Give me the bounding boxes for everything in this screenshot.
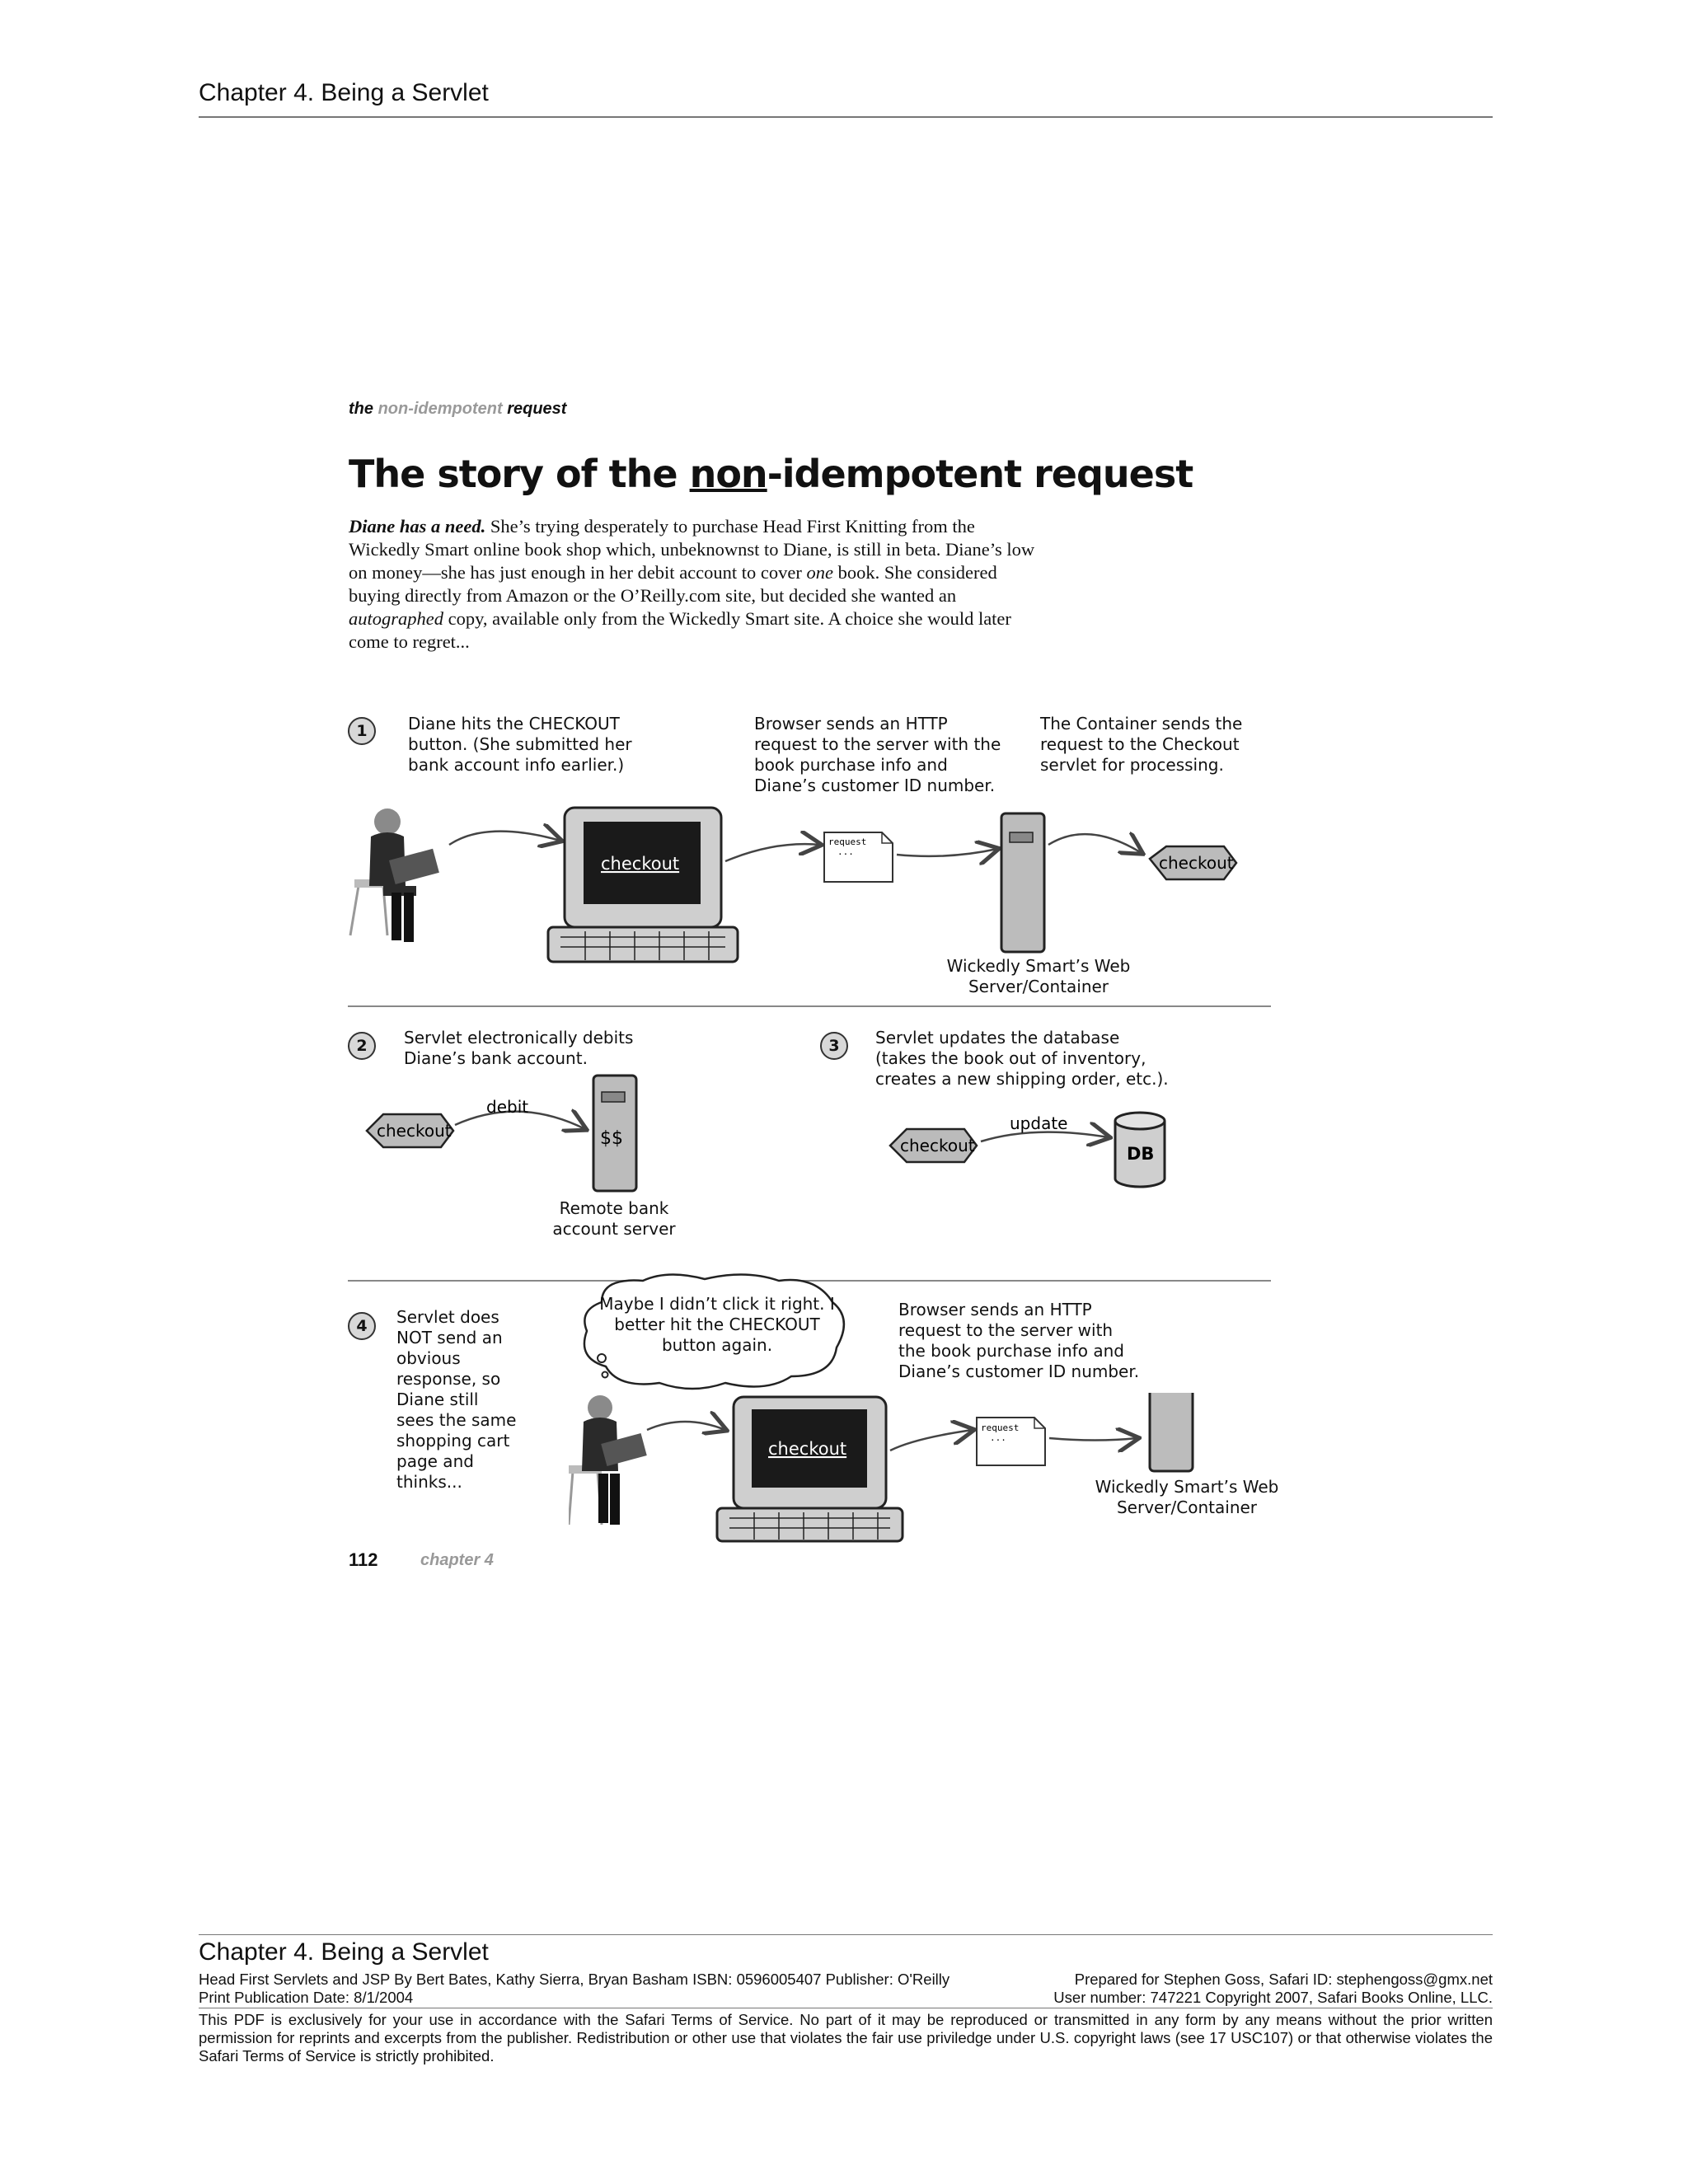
step3-arrow-label: update	[1010, 1113, 1067, 1133]
header-chapter-title: Chapter 4. Being a Servlet	[199, 79, 489, 106]
thought-bubble	[583, 1273, 846, 1390]
title-part2: non	[689, 452, 768, 496]
diane-figure	[569, 1395, 647, 1526]
step3-servlet-label: checkout	[900, 1136, 975, 1155]
step2-illustration: checkout debit $$	[365, 1074, 638, 1193]
intro-lead: Diane has a need.	[349, 516, 486, 537]
running-head-part2: non-idempotent	[377, 400, 503, 418]
step1-caption3: The Container sends the request to the C…	[1040, 714, 1243, 775]
step4-caption1: Servlet does NOT send an obvious respons…	[396, 1307, 517, 1492]
page-chapter: chapter 4	[420, 1551, 494, 1569]
servlet-hexagon-icon	[365, 1113, 455, 1149]
intro-one: one	[806, 562, 834, 583]
step2-server-label: Remote bank account server	[552, 1198, 676, 1239]
page-title: The story of the non-idempotent request	[349, 452, 1193, 496]
step1-request-label: request	[828, 837, 866, 847]
intro-paragraph: Diane has a need. She’s trying desperate…	[349, 515, 1037, 654]
step1-servlet-label: checkout	[1159, 853, 1234, 873]
computer-icon	[715, 1395, 904, 1543]
step2-servlet-label: checkout	[377, 1121, 452, 1141]
page-number: 112	[349, 1549, 378, 1570]
step4-request-dots: ...	[990, 1432, 1006, 1443]
step4-server-label: Wickedly Smart’s Web Server/Container	[1095, 1477, 1279, 1517]
intro-text3: copy, available only from the Wickedly S…	[349, 608, 1011, 652]
running-head-part3: request	[507, 400, 567, 418]
header-rule	[199, 116, 1493, 118]
step1-request-dots: ...	[837, 846, 854, 857]
bank-server-icon	[592, 1074, 638, 1193]
step4-screen-label: checkout	[768, 1439, 846, 1459]
title-part1: The story of the	[349, 452, 678, 496]
running-head-part1: the	[349, 400, 373, 418]
step2-arrow-label: debit	[486, 1097, 528, 1117]
step4-caption2: Browser sends an HTTP request to the ser…	[898, 1300, 1140, 1381]
step2-server-money: $$	[600, 1128, 623, 1149]
step3-db-label: DB	[1127, 1144, 1154, 1164]
title-part3: -idempotent request	[767, 452, 1194, 496]
intro-autographed: autographed	[349, 608, 443, 629]
request-note-icon	[976, 1417, 1046, 1466]
step1-server-label: Wickedly Smart’s Web Server/Container	[946, 956, 1131, 996]
server-tower-icon	[1148, 1393, 1194, 1473]
computer-icon	[546, 806, 739, 963]
servlet-hexagon-icon	[1148, 845, 1238, 881]
diane-figure	[349, 808, 439, 942]
step4-illustration: checkout request ...	[569, 1393, 1194, 1543]
database-icon	[1114, 1111, 1166, 1188]
running-head: the non-idempotent request	[349, 400, 566, 419]
step2-caption: Servlet electronically debits Diane’s ba…	[404, 1028, 634, 1068]
step3-illustration: checkout update DB	[889, 1111, 1166, 1188]
step1-caption1: Diane hits the CHECKOUT button. (She sub…	[408, 714, 632, 775]
servlet-hexagon-icon	[889, 1127, 978, 1164]
intro-text1: She’s trying desperately to purchase Hea…	[349, 516, 1035, 583]
step4-number: 4	[348, 1312, 376, 1340]
server-tower-icon	[1000, 812, 1046, 954]
step1-number: 1	[348, 717, 376, 745]
step1-illustration: checkout request ... checkout	[349, 806, 1238, 963]
footer-chapter-title: Chapter 4. Being a Servlet	[199, 1938, 489, 1966]
intro-text2: book. She considered buying directly fro…	[349, 562, 997, 606]
step3-caption: Servlet updates the database (takes the …	[875, 1028, 1169, 1089]
step3-number: 3	[820, 1032, 848, 1060]
step1-caption2: Browser sends an HTTP request to the ser…	[754, 714, 1001, 795]
footer-user-number: User number: 747221 Copyright 2007, Safa…	[1053, 1989, 1493, 2006]
step-divider	[348, 1280, 1271, 1282]
footer-legal: This PDF is exclusively for your use in …	[199, 2011, 1493, 2064]
request-note-icon	[823, 832, 893, 883]
step4-request-label: request	[981, 1422, 1019, 1433]
step4-thought: Maybe I didn’t click it right. I better …	[599, 1294, 835, 1355]
footer-pub-date: Print Publication Date: 8/1/2004	[199, 1989, 414, 2006]
step-divider	[348, 1005, 1271, 1007]
footer-rule	[199, 1934, 1493, 1935]
footer-book-info: Head First Servlets and JSP By Bert Bate…	[199, 1971, 950, 1988]
step2-number: 2	[348, 1032, 376, 1060]
step1-screen-label: checkout	[601, 854, 679, 874]
footer-prepared-for: Prepared for Stephen Goss, Safari ID: st…	[1074, 1971, 1493, 1988]
